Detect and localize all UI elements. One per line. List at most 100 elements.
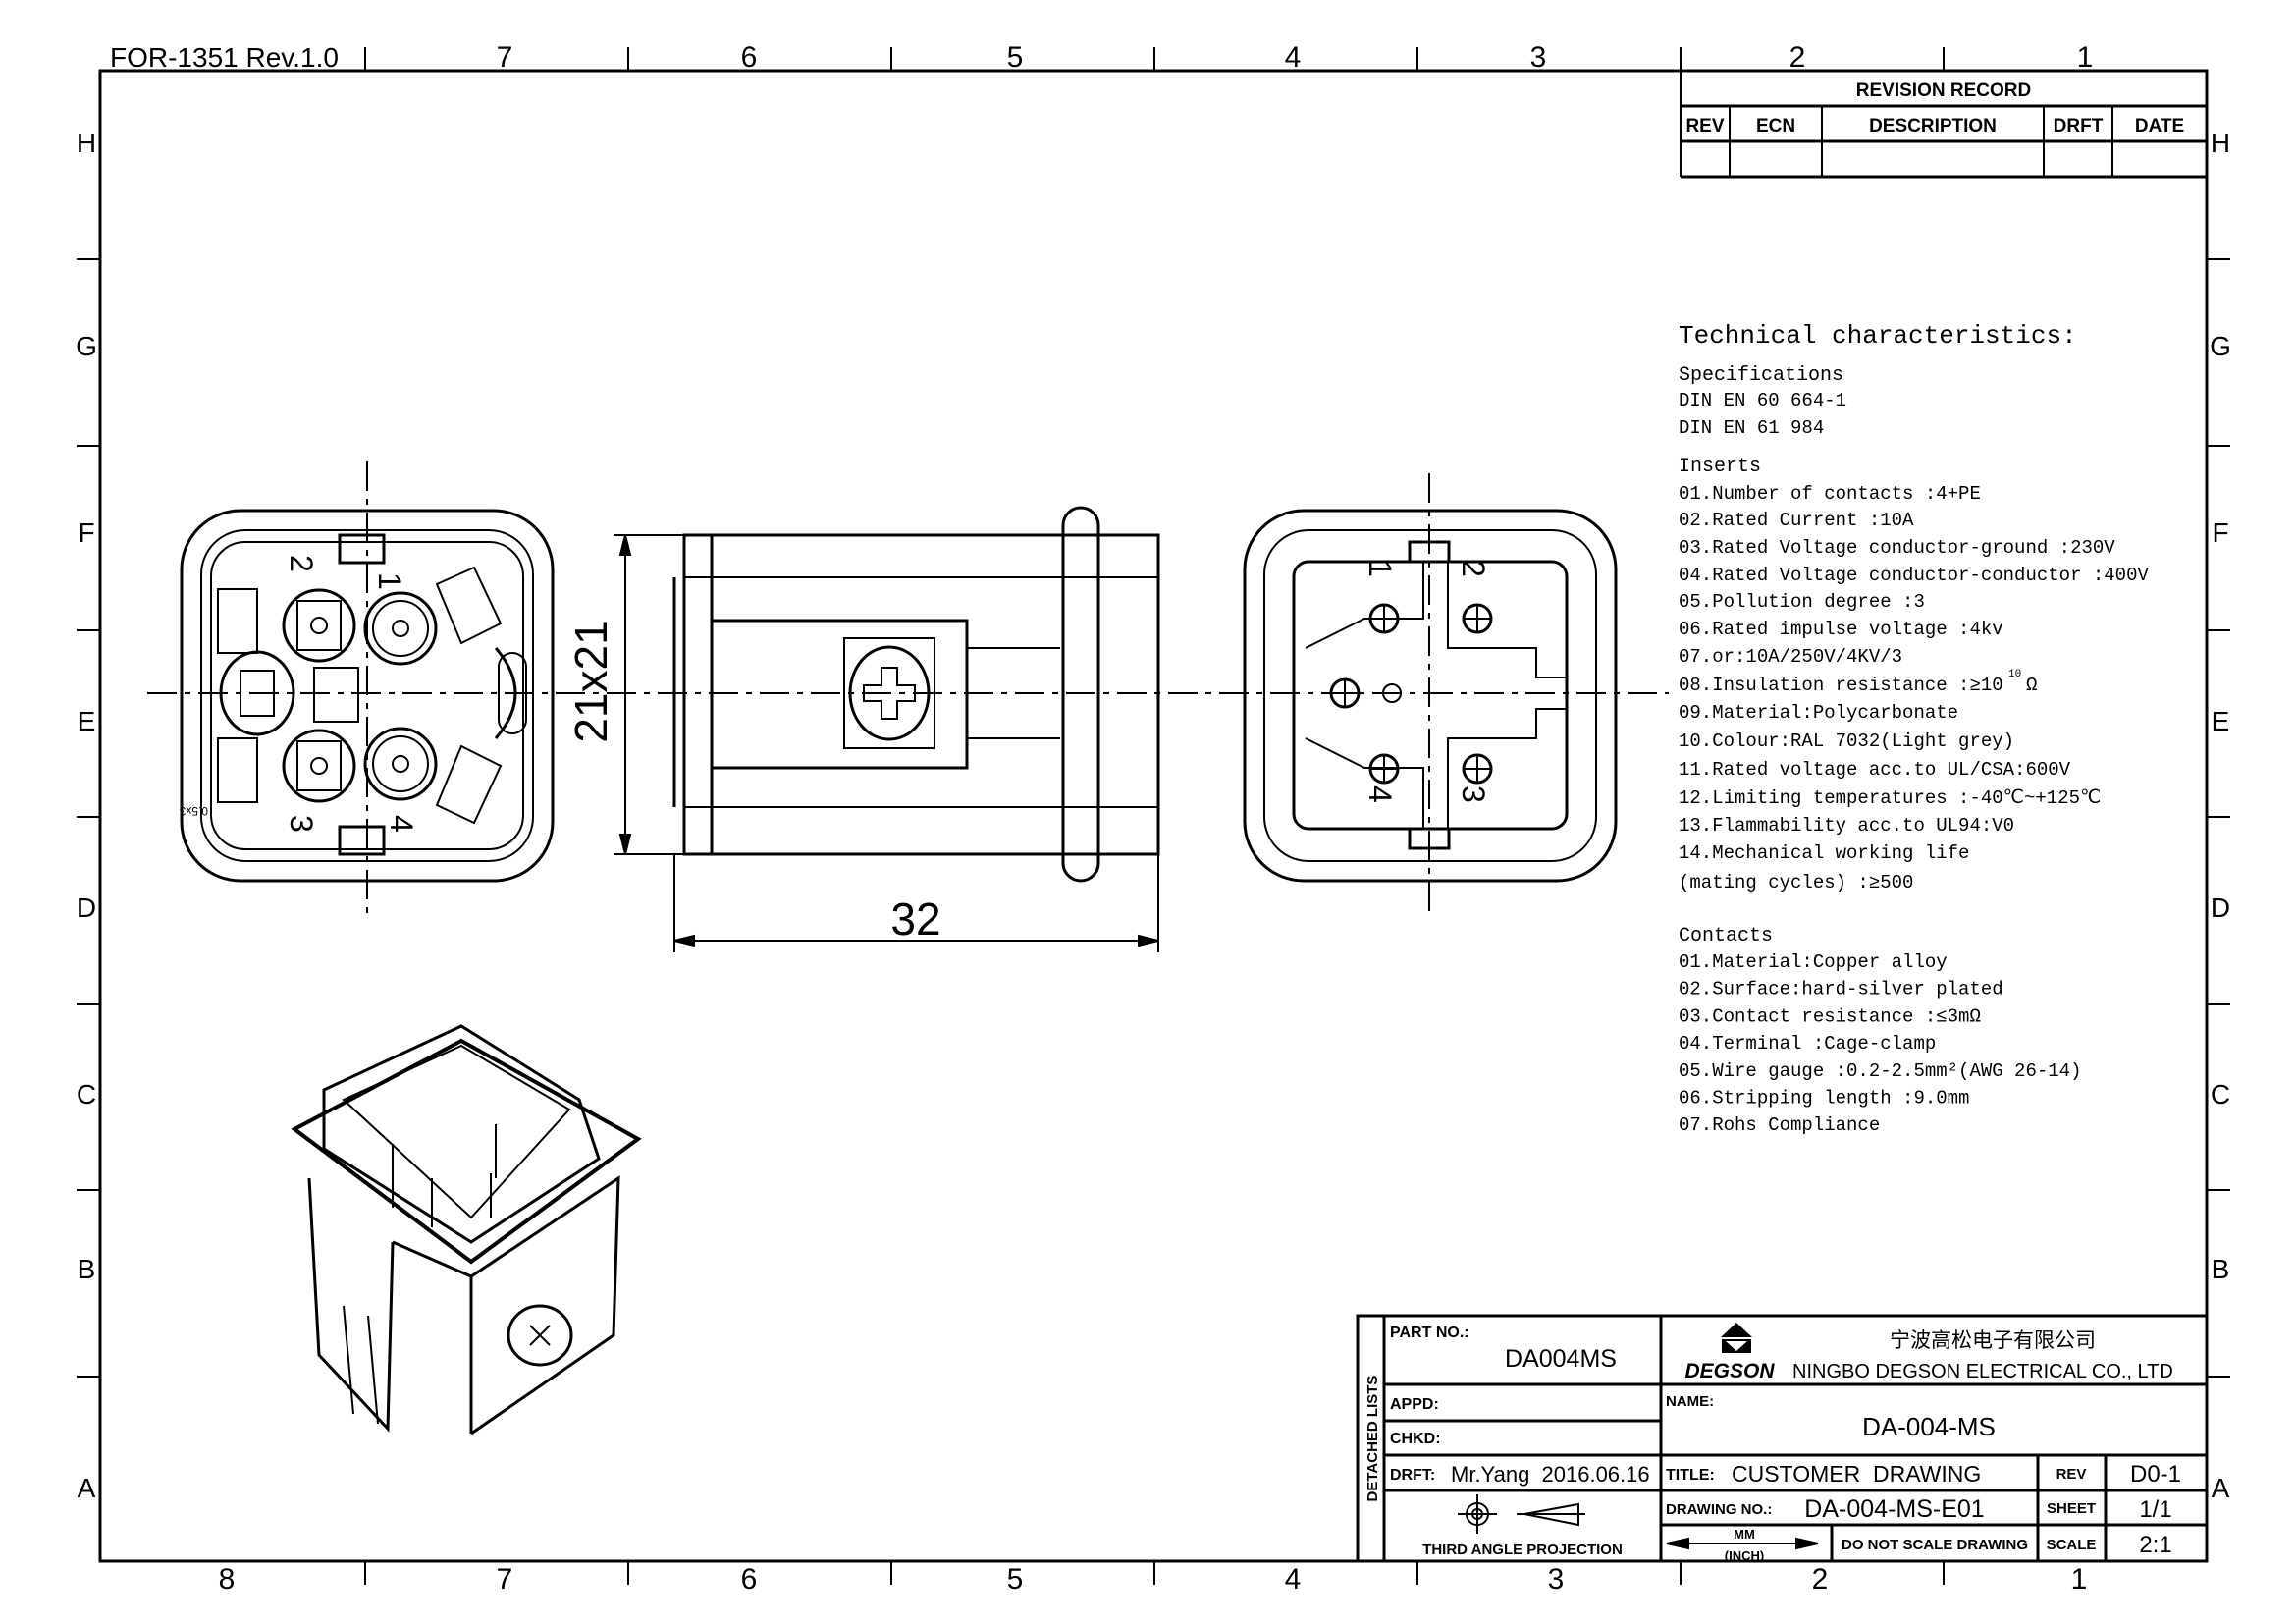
zone-label-right: D xyxy=(2211,893,2230,923)
insert-item: 08.Insulation resistance :≥10 xyxy=(1679,675,2003,696)
zone-label-left: A xyxy=(78,1473,96,1503)
zone-label-left: F xyxy=(78,517,94,548)
terminal-screw-4 xyxy=(363,727,438,801)
rev-label: REV xyxy=(2056,1466,2087,1483)
zone-label-left: E xyxy=(78,706,96,736)
zone-label-bottom: 2 xyxy=(1812,1563,1829,1596)
zone-label-left: D xyxy=(77,893,96,923)
tech-title: Technical characteristics: xyxy=(1679,321,2077,351)
third-angle-projection-icon xyxy=(1458,1494,1585,1534)
rev-header: REV xyxy=(1685,116,1724,136)
description-header: DESCRIPTION xyxy=(1869,116,1997,136)
terminal-screw-2 xyxy=(282,588,356,663)
contact-item: 05.Wire gauge :0.2-2.5mm²(AWG 26-14) xyxy=(1679,1060,2081,1082)
degson-logo-icon: DEGSON xyxy=(1684,1323,1775,1382)
detached-lists-label: DETACHED LISTS xyxy=(1364,1376,1381,1502)
drawing-no-value: DA-004-MS-E01 xyxy=(1804,1495,1984,1523)
name-label: NAME: xyxy=(1666,1393,1714,1410)
zone-label-left: B xyxy=(78,1254,96,1284)
company-name-en: NINGBO DEGSON ELECTRICAL CO., LTD xyxy=(1792,1361,2173,1382)
terminal-screw-3 xyxy=(282,729,356,803)
contact-4 xyxy=(1368,753,1400,785)
revision-record-title: REVISION RECORD xyxy=(1856,81,2031,101)
drft-label: DRFT: xyxy=(1390,1467,1435,1484)
scale-value: 2:1 xyxy=(2139,1532,2171,1558)
drawing-no-label: DRAWING NO.: xyxy=(1666,1501,1772,1518)
contacts-heading: Contacts xyxy=(1679,925,1773,947)
spec-item: DIN EN 60 664-1 xyxy=(1679,390,1846,411)
contact-item: 07.Rohs Compliance xyxy=(1679,1114,1880,1136)
name-value: DA-004-MS xyxy=(1862,1412,1996,1441)
insert-item: 01.Number of contacts :4+PE xyxy=(1679,483,1981,505)
contact-item: 01.Material:Copper alloy xyxy=(1679,951,1948,973)
zone-label-top: 5 xyxy=(1007,41,1024,74)
dimension-height: 21x21 xyxy=(565,620,616,742)
zone-label-bottom: 5 xyxy=(1007,1563,1024,1596)
zone-label-left: H xyxy=(77,128,96,158)
contact-pe xyxy=(1329,677,1402,709)
title-label: TITLE: xyxy=(1666,1467,1715,1484)
dimension-lines xyxy=(614,534,1159,952)
pin-label-2: 2 xyxy=(284,555,319,572)
mating-pin-label-4: 4 xyxy=(1362,785,1398,803)
projection-label: THIRD ANGLE PROJECTION xyxy=(1422,1542,1623,1558)
do-not-scale-label: DO NOT SCALE DRAWING xyxy=(1842,1537,2028,1553)
insert-item: 05.Pollution degree :3 xyxy=(1679,591,1925,613)
company-name-cn: 宁波高松电子有限公司 xyxy=(1890,1329,2096,1352)
unit-mm: MM xyxy=(1734,1527,1755,1542)
inserts-heading: Inserts xyxy=(1679,456,1761,478)
contact-item: 03.Contact resistance :≤3mΩ xyxy=(1679,1005,1981,1027)
scale-label: SCALE xyxy=(2047,1537,2097,1553)
zone-label-bottom: 4 xyxy=(1285,1563,1302,1596)
chkd-label: CHKD: xyxy=(1390,1431,1441,1447)
insert-item: 10.Colour:RAL 7032(Light grey) xyxy=(1679,731,2014,752)
insert-item: 12.Limiting temperatures :-40℃~+125℃ xyxy=(1679,787,2101,809)
ecn-header: ECN xyxy=(1756,116,1795,136)
zone-label-right: A xyxy=(2212,1473,2230,1503)
technical-characteristics: Technical characteristics: Specifications… xyxy=(1679,321,2149,1136)
mating-pin-label-1: 1 xyxy=(1362,560,1398,577)
unit-arrow-icon xyxy=(1666,1537,1819,1550)
insert-item: 07.or:10A/250V/4KV/3 xyxy=(1679,646,1902,668)
insulation-unit: Ω xyxy=(2026,675,2037,696)
insert-item: 14.Mechanical working life xyxy=(1679,842,1969,864)
contact-item: 02.Surface:hard-silver plated xyxy=(1679,979,2003,1001)
contact-2 xyxy=(1462,603,1493,634)
zone-label-right: G xyxy=(2210,331,2231,361)
zone-label-top: 1 xyxy=(2077,41,2094,74)
insert-item: 11.Rated voltage acc.to UL/CSA:600V xyxy=(1679,759,2071,781)
insert-item: (mating cycles) :≥500 xyxy=(1679,872,1913,893)
pin-label-1: 1 xyxy=(372,572,407,590)
insert-item: 04.Rated Voltage conductor-conductor :40… xyxy=(1679,565,2149,586)
insert-item: 13.Flammability acc.to UL94:V0 xyxy=(1679,815,2014,837)
date-header: DATE xyxy=(2135,116,2184,136)
sheet-value: 1/1 xyxy=(2139,1496,2171,1523)
zone-label-right: E xyxy=(2212,706,2230,736)
mating-pin-label-2: 2 xyxy=(1456,560,1491,577)
frame xyxy=(77,47,2230,1585)
sheet-label: SHEET xyxy=(2047,1500,2096,1517)
unit-inch: (INCH) xyxy=(1725,1548,1764,1563)
zone-label-top: 7 xyxy=(497,41,513,74)
insulation-exponent: 10 xyxy=(2008,669,2021,680)
form-label: FOR-1351 Rev.1.0 xyxy=(110,42,339,73)
zone-label-right: B xyxy=(2212,1254,2230,1284)
contact-item: 06.Stripping length :9.0mm xyxy=(1679,1088,1969,1110)
title-value: CUSTOMER DRAWING xyxy=(1732,1461,1981,1487)
zone-label-right: C xyxy=(2211,1079,2230,1110)
mating-face-view xyxy=(1243,509,1618,883)
zone-label-bottom: 8 xyxy=(219,1563,236,1596)
zone-label-top: 3 xyxy=(1530,41,1547,74)
part-no-value: DA004MS xyxy=(1505,1345,1617,1373)
drft-header: DRFT xyxy=(2054,116,2104,136)
mating-pin-label-3: 3 xyxy=(1456,785,1491,803)
specs-heading: Specifications xyxy=(1679,364,1843,387)
zone-label-top: 2 xyxy=(1789,41,1806,74)
zone-label-top: 4 xyxy=(1285,41,1302,74)
zone-label-left: C xyxy=(77,1079,96,1110)
side-view xyxy=(672,506,1160,883)
zone-label-left: G xyxy=(76,331,97,361)
title-block: DETACHED LISTS PART NO.: DA004MS APPD: C… xyxy=(1356,1314,2209,1563)
